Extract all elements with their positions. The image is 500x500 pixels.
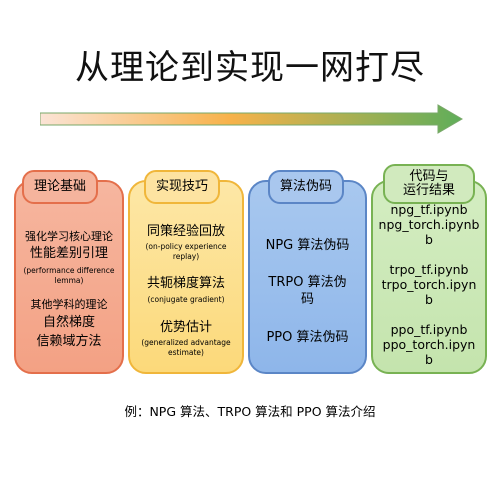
code-file: b (425, 352, 433, 367)
column-text: NPG 算法伪码 (265, 238, 350, 253)
column-text: (conjugate gradient) (147, 295, 225, 304)
code-file: npg_tf.ipynb (390, 202, 468, 217)
column-text: replay) (172, 252, 200, 261)
code-file: npg_torch.ipynb (378, 217, 480, 232)
header-line: 运行结果 (402, 183, 455, 198)
column-text: 优势估计 (159, 320, 212, 335)
column-text: 性能差别引理 (29, 246, 108, 261)
techniques-column: 同策经验回放 (on-policy experience replay) 共轭梯… (128, 180, 244, 374)
column-text: (performance difference (23, 266, 115, 275)
column-text: 其他学科的理论 (30, 298, 108, 311)
progress-arrow (40, 104, 463, 134)
code-file: b (425, 232, 433, 247)
code-file: ppo_torch.ipyn (382, 337, 476, 352)
code-header: 代码与 运行结果 (383, 164, 475, 204)
header-label: 理论基础 (33, 179, 86, 194)
column-text: TRPO 算法伪 (268, 275, 347, 290)
header-label: 实现技巧 (155, 179, 208, 194)
column-text: 信赖域方法 (36, 334, 102, 349)
column-text: PPO 算法伪码 (266, 330, 349, 345)
code-file: trpo_tf.ipynb (389, 262, 469, 277)
header-label: 算法伪码 (279, 179, 332, 194)
theory-header: 理论基础 (22, 170, 98, 204)
column-text: (on-policy experience (145, 242, 227, 251)
pseudocode-column: NPG 算法伪码 TRPO 算法伪 码 PPO 算法伪码 (248, 180, 367, 374)
column-text: 自然梯度 (42, 315, 95, 330)
code-file: b (425, 292, 433, 307)
code-column: npg_tf.ipynb npg_torch.ipynb b trpo_tf.i… (371, 180, 487, 374)
theory-column: 强化学习核心理论 性能差别引理 (performance difference … (14, 180, 124, 374)
header-label: 代码与 运行结果 (403, 170, 455, 198)
pseudocode-header: 算法伪码 (268, 170, 344, 204)
column-text: 码 (300, 292, 314, 307)
techniques-header: 实现技巧 (144, 170, 220, 204)
code-file: trpo_torch.ipyn (381, 277, 477, 292)
header-line: 代码与 (409, 169, 449, 184)
column-text: lemma) (54, 276, 84, 285)
page-title: 从理论到实现一网打尽 (75, 48, 425, 88)
column-text: 共轭梯度算法 (146, 276, 225, 291)
caption: 例：NPG 算法、TRPO 算法和 PPO 算法介绍 (124, 404, 376, 419)
code-file: ppo_tf.ipynb (390, 322, 468, 337)
column-text: 同策经验回放 (146, 224, 225, 239)
column-text: 强化学习核心理论 (25, 230, 113, 243)
column-text: estimate) (168, 348, 204, 357)
column-text: (generalized advantage (141, 338, 231, 347)
